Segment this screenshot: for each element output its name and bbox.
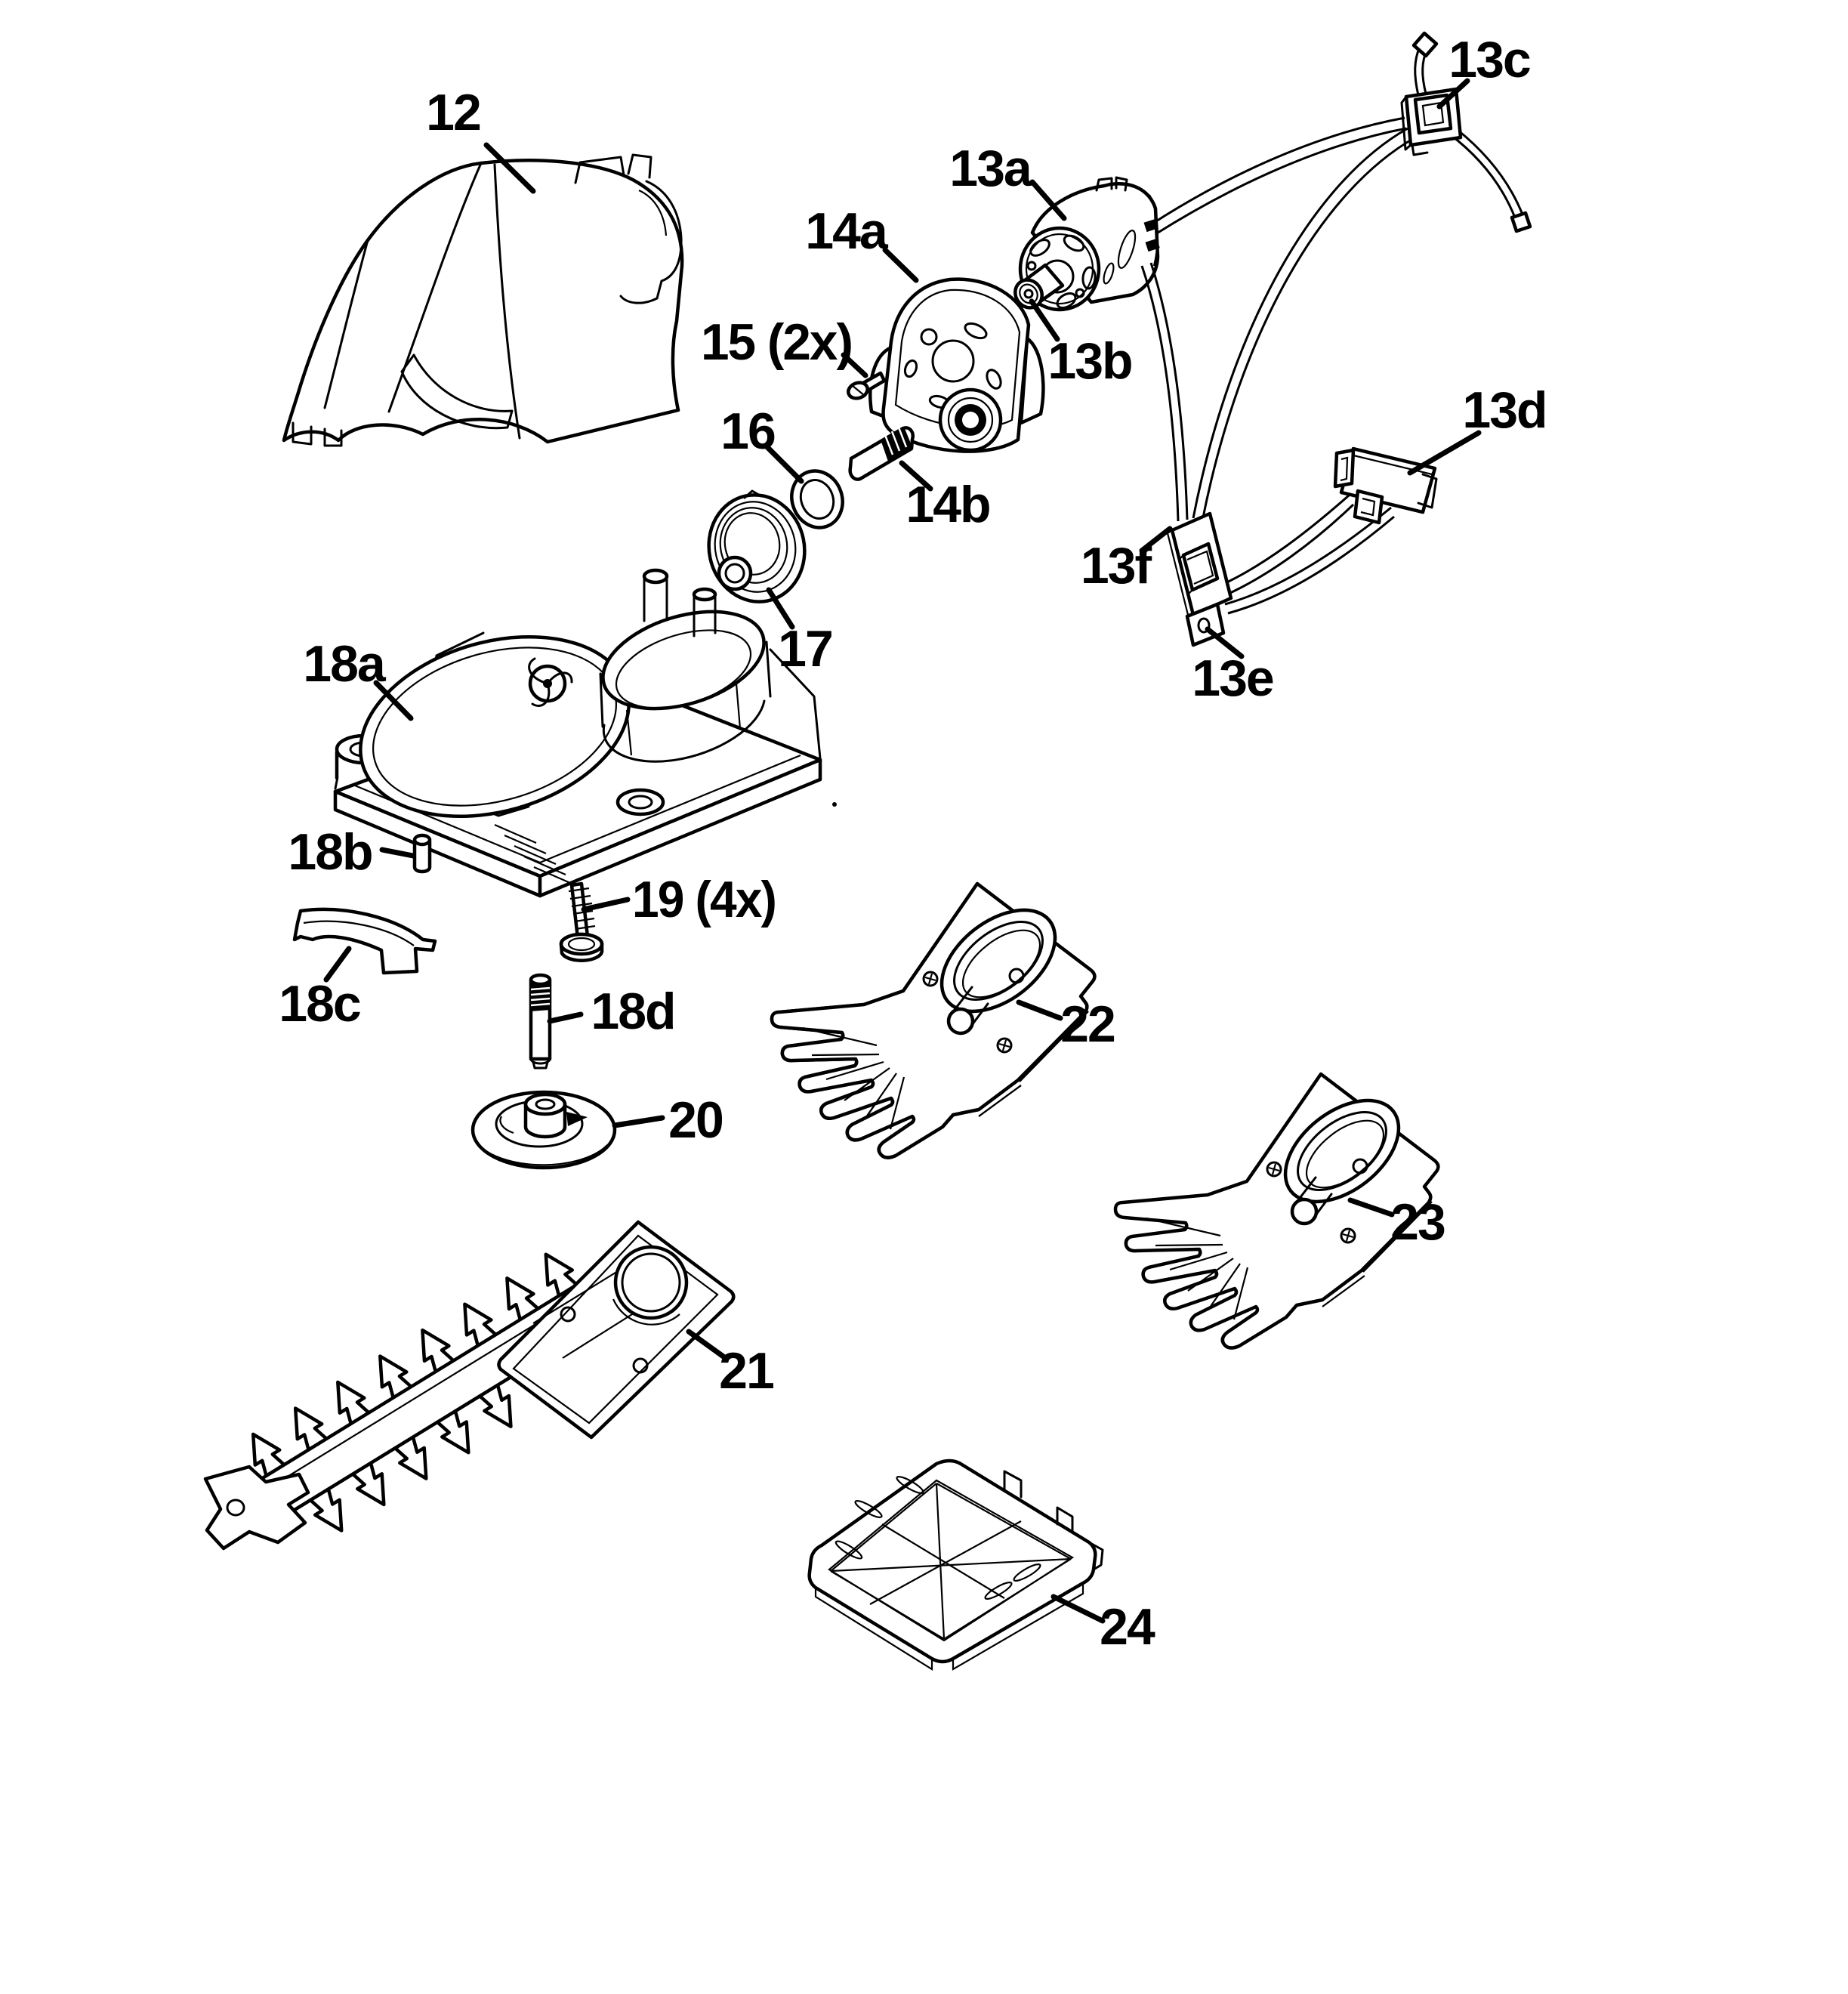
part-24-guard-tray: [807, 1458, 1104, 1671]
part-14b-pin: [848, 426, 915, 481]
part-13e-switch-plate: [1166, 511, 1233, 647]
callout-13d: 13d: [1407, 381, 1548, 476]
part-18d-stud: [529, 973, 552, 1070]
svg-text:24: 24: [1100, 1598, 1155, 1656]
callout-13e: 13e: [1192, 626, 1275, 707]
svg-text:21: 21: [719, 1342, 773, 1400]
callout-15: 15 (2x): [701, 313, 868, 378]
callout-12: 12: [426, 84, 536, 194]
part-18b-pin: [412, 833, 432, 874]
callout-13a: 13a: [949, 140, 1067, 221]
print-speck: [832, 802, 837, 807]
part-17-gear: [707, 489, 807, 603]
callout-17: 17: [766, 587, 834, 678]
callout-18b: 18b: [288, 823, 416, 881]
part-14a-mounting-plate: [868, 277, 1045, 453]
part-15-screw: [847, 371, 887, 400]
svg-text:13e: 13e: [1192, 650, 1273, 707]
svg-text:23: 23: [1390, 1193, 1445, 1251]
part-18a-gearbox-base: [333, 568, 822, 898]
part-20-drive-disc: [470, 1090, 617, 1170]
part-16-o-ring: [790, 469, 844, 529]
part-13f-wire-harness: [1140, 116, 1416, 615]
part-19-screw: [559, 881, 604, 962]
callout-13c: 13c: [1436, 31, 1532, 110]
part-12-housing-cover: [282, 153, 684, 447]
callout-19: 19 (4x): [581, 871, 777, 928]
svg-text:17: 17: [778, 620, 832, 678]
callout-16: 16: [720, 403, 804, 484]
callout-14a: 14a: [805, 202, 919, 283]
svg-text:13a: 13a: [949, 140, 1033, 197]
svg-text:14b: 14b: [905, 476, 989, 533]
svg-text:13b: 13b: [1047, 332, 1131, 390]
callout-18c: 18c: [279, 946, 362, 1032]
part-21-hedge-blade: [203, 1220, 736, 1551]
callout-23: 23: [1347, 1193, 1446, 1251]
svg-text:18d: 18d: [591, 983, 674, 1040]
svg-text:14a: 14a: [805, 202, 889, 260]
callout-13b: 13b: [1029, 298, 1134, 390]
svg-text:13d: 13d: [1462, 381, 1546, 439]
callout-18d: 18d: [547, 983, 677, 1040]
svg-text:13f: 13f: [1081, 537, 1152, 594]
svg-text:18a: 18a: [303, 635, 387, 693]
callouts: 12 13a 13b 13c 13d 13e 13f 14a: [279, 31, 1548, 1656]
part-18c-spacer: [292, 907, 437, 975]
svg-text:18b: 18b: [288, 823, 372, 881]
part-13a-motor: [1013, 176, 1160, 312]
svg-text:13c: 13c: [1448, 31, 1530, 88]
svg-text:16: 16: [720, 403, 775, 460]
callout-22: 22: [1016, 995, 1116, 1053]
callout-21: 21: [686, 1329, 775, 1400]
callout-13f: 13f: [1081, 526, 1173, 594]
callout-24: 24: [1050, 1594, 1157, 1656]
svg-text:20: 20: [668, 1091, 723, 1149]
svg-text:15 (2x): 15 (2x): [701, 313, 852, 371]
callout-20: 20: [612, 1091, 724, 1149]
svg-text:18c: 18c: [279, 975, 360, 1032]
svg-text:22: 22: [1060, 995, 1115, 1053]
callout-14b: 14b: [899, 460, 992, 533]
svg-text:12: 12: [426, 84, 480, 141]
part-13d-bracket: [1333, 446, 1438, 525]
callout-18a: 18a: [303, 635, 414, 721]
svg-text:19 (4x): 19 (4x): [632, 871, 776, 928]
part-22-shear-blade: [772, 884, 1094, 1158]
